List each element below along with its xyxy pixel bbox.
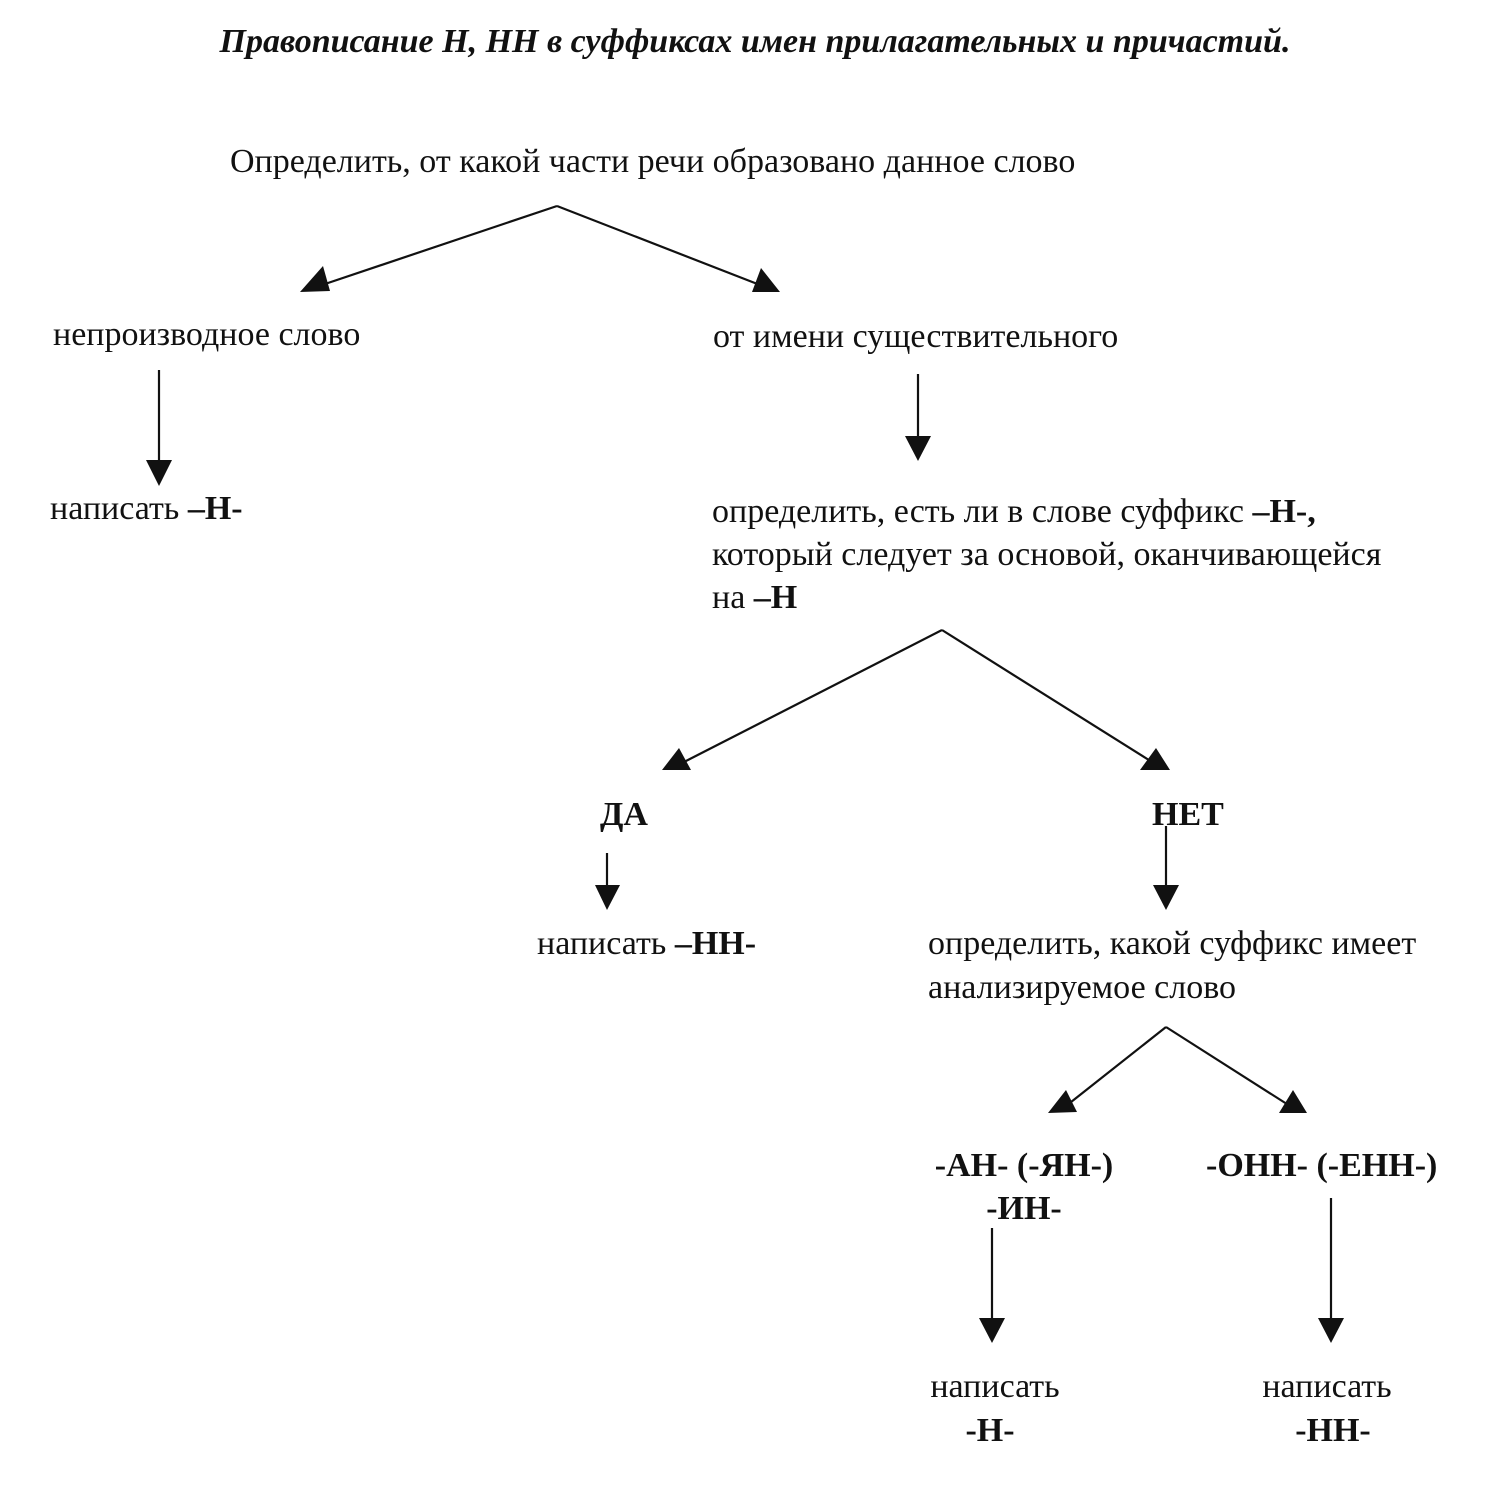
page-title: Правописание Н, НН в суффиксах имен прил…: [219, 23, 1291, 60]
arrowhead-an-down: [979, 1318, 1005, 1343]
node-suffix-question-line-1: определить, какой суффикс имеет: [928, 925, 1417, 962]
node-root: Определить, от какой части речи образова…: [230, 143, 1076, 180]
write-label: написать: [50, 490, 188, 527]
node-non-derived: непроизводное слово: [53, 316, 361, 353]
node-from-noun: от имени существительного: [713, 318, 1119, 355]
suffix-nn: –НН-: [674, 925, 757, 962]
node-yes: ДА: [600, 796, 648, 833]
arrowhead-onn: [1279, 1090, 1307, 1113]
arrowhead-nonderived-down: [146, 460, 172, 486]
arrowhead-no-down: [1153, 885, 1179, 910]
arrowhead-an: [1048, 1090, 1077, 1113]
arrow-suffix-to-onn: [1165, 1026, 1291, 1107]
node-check-line-3: на –Н: [712, 576, 797, 620]
arrowhead-noun-down: [905, 436, 931, 461]
node-check-line-2: который следует за основой, оканчивающей…: [712, 536, 1382, 573]
node-onn-result-line-1: написать: [1262, 1368, 1392, 1405]
write-label: написать: [537, 925, 675, 962]
arrowhead-noun: [752, 268, 780, 292]
suffix-n: –Н-: [187, 490, 243, 527]
node-suffix-question-line-2: анализируемое слово: [928, 969, 1237, 1006]
arrowhead-nonderived: [300, 266, 330, 292]
node-an-result-line-1: написать: [930, 1368, 1060, 1405]
arrowhead-onn-down: [1318, 1318, 1344, 1343]
node-non-derived-result: написать –Н-: [50, 487, 243, 531]
arrow-suffix-to-an: [1065, 1026, 1167, 1107]
arrowhead-no: [1140, 748, 1170, 770]
ending-n: –Н: [753, 579, 798, 616]
node-check-line-1: определить, есть ли в слове суффикс –Н-,: [712, 490, 1316, 534]
check-text: на: [712, 579, 754, 616]
node-onn-line-1: -ОНН- (-ЕНН-): [1206, 1147, 1438, 1184]
check-text: определить, есть ли в слове суффикс: [712, 493, 1253, 530]
node-yes-result: написать –НН-: [537, 922, 756, 966]
arrow-root-to-noun: [556, 204, 761, 287]
node-an-line-2: -ИН-: [986, 1190, 1062, 1227]
node-onn-result-line-2: -НН-: [1295, 1412, 1371, 1449]
node-an-line-1: -АН- (-ЯН-): [934, 1147, 1114, 1184]
arrow-check-to-no: [941, 629, 1153, 763]
arrow-check-to-yes: [683, 629, 943, 763]
arrow-root-to-nonderived: [321, 204, 558, 287]
suffix-n: –Н-,: [1252, 493, 1316, 530]
arrowhead-yes-down: [595, 885, 620, 910]
arrowhead-yes: [662, 748, 691, 770]
node-no: НЕТ: [1152, 796, 1224, 833]
node-an-result-line-2: -Н-: [965, 1412, 1015, 1449]
